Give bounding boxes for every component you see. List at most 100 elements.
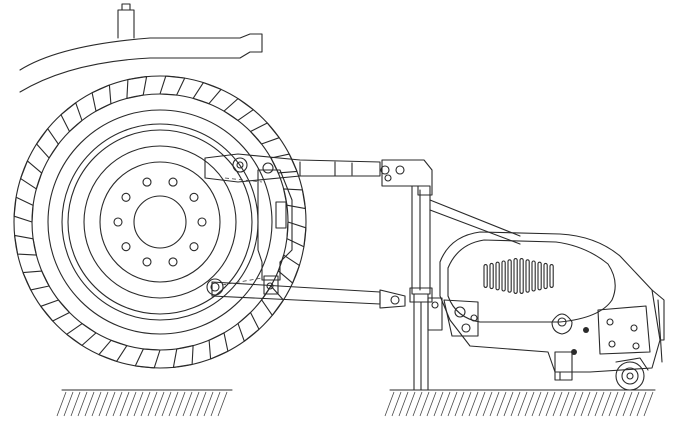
vent-slot (543, 262, 548, 290)
mulcher-body (439, 231, 665, 381)
ground-hatch-line (412, 391, 423, 417)
tyre-tread-lug (22, 270, 50, 291)
ground-hatch-line (496, 391, 507, 417)
tyre-tread-lug (172, 345, 194, 368)
tyre-tread-lug (40, 299, 71, 322)
tyre-tread-lug (20, 160, 43, 190)
ground-hatch-line (56, 391, 67, 417)
ground-hatch-line (503, 391, 514, 417)
ground-hatch-line (384, 391, 395, 417)
ground-left (56, 389, 233, 417)
ground-hatch-line (398, 391, 409, 417)
ground-hatch-line (545, 391, 556, 417)
wheel-bolt (142, 177, 152, 187)
wheel-bolt (189, 242, 199, 252)
rear-roller-wheel (615, 357, 649, 391)
vent-slot (549, 264, 554, 288)
wheel-bolt (142, 257, 152, 267)
ground-hatch-line (447, 391, 458, 417)
ground-hatch-line (105, 391, 116, 417)
tyre-tread-lug (208, 332, 229, 360)
ground-hatch-line (98, 391, 109, 417)
cover-vents (483, 258, 554, 294)
ground-hatch-line (587, 391, 598, 417)
wheel-bolt (121, 192, 131, 202)
tyre-tread-lug (286, 221, 307, 248)
vent-slot (489, 262, 494, 290)
ground-hatch-line (475, 391, 486, 417)
ground-hatch-line (559, 391, 570, 417)
ground-hatch-line (84, 391, 95, 417)
ground-hatch-line (601, 391, 612, 417)
wheel-bolt (189, 192, 199, 202)
ground-hatch-line (524, 391, 535, 417)
tractor-rear-wheel (13, 75, 307, 369)
tyre-tread-lug (98, 339, 128, 362)
ground-hatch-line (461, 391, 472, 417)
ground-hatch-line (426, 391, 437, 417)
tyre-tread-lug (60, 102, 83, 133)
tyre-tread-lug (237, 311, 260, 342)
tyre-tread-lug (91, 84, 112, 112)
ground-hatch-line (440, 391, 451, 417)
tyre-tread-lug (249, 122, 280, 145)
vent-slot (501, 260, 506, 292)
wheel-bolt (113, 217, 123, 227)
vent-slot (495, 261, 500, 291)
ground-hatch-line (182, 391, 193, 417)
tyre-tread-lug (261, 285, 284, 316)
tyre-tread-lug (14, 234, 37, 256)
vent-slot (519, 258, 524, 294)
ground-hatch-line (608, 391, 619, 417)
ground-right (384, 389, 656, 417)
vent-slot (507, 259, 512, 293)
ground-hatch-line (154, 391, 165, 417)
ground-hatch-line (140, 391, 151, 417)
ground-hatch-line (119, 391, 130, 417)
ground-hatch-line (203, 391, 214, 417)
parking-stand (409, 287, 443, 391)
ground-hatch-line (433, 391, 444, 417)
ground-hatch-line (168, 391, 179, 417)
tyre-tread-lug (277, 254, 300, 284)
ground-hatch-line (517, 391, 528, 417)
lift-arm (221, 177, 263, 286)
ground-hatch-line (63, 391, 74, 417)
ground-hatch-line (391, 391, 402, 417)
ground-hatch-line (405, 391, 416, 417)
tyre-tread-lug (223, 98, 254, 121)
ground-hatch-line (454, 391, 465, 417)
ground-hatch-line (91, 391, 102, 417)
ground-hatch-line (538, 391, 549, 417)
ground-hatch-line (489, 391, 500, 417)
ground-hatch-line (531, 391, 542, 417)
tyre-tread-lug (159, 75, 186, 96)
ground-hatch-line (175, 391, 186, 417)
ground-hatch-line (133, 391, 144, 417)
tractor-fender (19, 3, 263, 93)
tyre-tread-lug (126, 76, 148, 99)
hub (113, 177, 207, 267)
wheel-bolt (168, 177, 178, 187)
ground-hatch-line (622, 391, 633, 417)
vent-slot (531, 260, 536, 292)
ground-hatch-line (126, 391, 137, 417)
ground-hatch-line (77, 391, 88, 417)
wheel-bolt (121, 242, 131, 252)
ground-hatch-line (147, 391, 158, 417)
vent-slot (513, 258, 518, 294)
vent-slot (525, 259, 530, 293)
tyre-tread-lug (66, 323, 97, 346)
wheel-bolt (168, 257, 178, 267)
tyre-tread-lug (283, 188, 306, 210)
tyre-tread-lug (134, 348, 161, 369)
ground-hatch-line (482, 391, 493, 417)
lift-rod-bracket (257, 169, 293, 295)
ground-hatch-line (196, 391, 207, 417)
tyre-tread-lug (270, 153, 298, 174)
ground-hatch-line (573, 391, 584, 417)
ground-hatch-line (217, 391, 228, 417)
ground-hatch-line (643, 391, 654, 417)
ground-hatch-line (468, 391, 479, 417)
